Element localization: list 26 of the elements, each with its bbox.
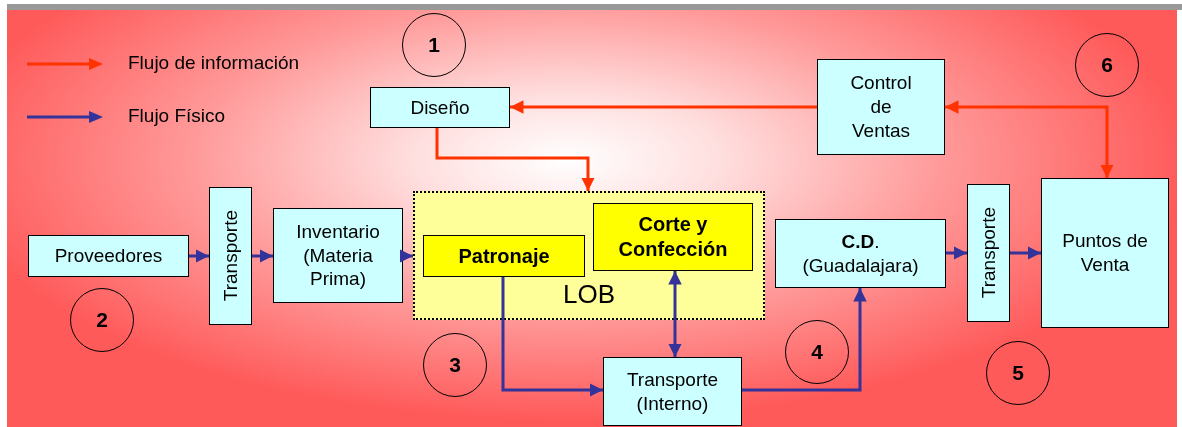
process-box: C.D. (Guadalajara) (775, 219, 946, 288)
arrow (668, 271, 682, 357)
process-box: Transporte (967, 184, 1010, 322)
process-box: Proveedores (28, 235, 189, 277)
process-box: Diseño (370, 87, 510, 128)
process-box: Control de Ventas (817, 59, 945, 155)
arrow (945, 100, 1114, 178)
arrow (742, 288, 867, 392)
arrow (510, 100, 817, 114)
legend-label: Flujo Físico (128, 105, 226, 127)
arrow (252, 249, 273, 263)
process-box: Transporte (209, 187, 252, 325)
arrow (946, 246, 967, 260)
arrow (1010, 246, 1041, 260)
process-box: Patronaje (423, 235, 585, 277)
group-box (413, 191, 765, 320)
process-box: Corte y Confección (593, 203, 753, 271)
process-box: Inventario (Materia Prima) (273, 208, 403, 303)
legend-label: Flujo de información (128, 52, 300, 74)
arrow (399, 249, 413, 263)
arrow (501, 277, 603, 397)
group-label: LOB (562, 279, 616, 310)
process-box: Puntos de Venta (1041, 178, 1169, 328)
arrow (189, 249, 209, 263)
arrow (435, 128, 595, 191)
process-box: Transporte (Interno) (603, 357, 742, 426)
